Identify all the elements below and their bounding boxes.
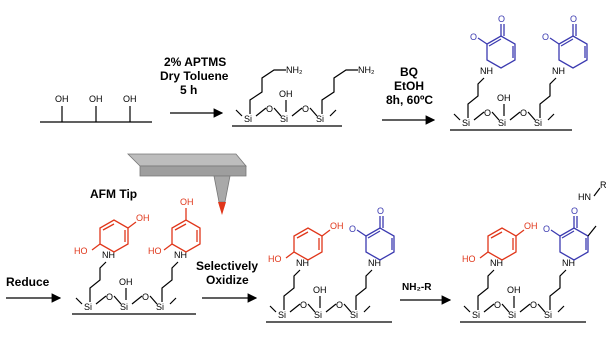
quinone-nh: NH xyxy=(562,258,575,268)
afm-tip-label: AFM Tip xyxy=(90,187,137,201)
o-atom: O xyxy=(494,300,501,310)
o-atom: O xyxy=(484,108,491,118)
si-atom: Si xyxy=(244,114,252,124)
catechol-oh: OH xyxy=(180,197,194,207)
step2-solvent: EtOH xyxy=(394,79,424,93)
step2-reagent: BQ xyxy=(400,65,418,79)
catechol-ho: HO xyxy=(268,254,282,264)
si-atom: Si xyxy=(534,118,542,128)
quinone-nh: NH xyxy=(552,66,565,76)
catechol-ho: HO xyxy=(462,254,476,264)
step2-conditions: 8h, 60ºC xyxy=(386,93,433,107)
quinone-oxygen: O xyxy=(470,32,477,42)
quinone-oxygen: O xyxy=(498,14,505,24)
reduce-arrow: Reduce xyxy=(6,275,62,303)
step2-arrow: BQ EtOH 8h, 60ºC xyxy=(382,65,436,125)
oxidize-label-2: Oxidize xyxy=(206,273,249,287)
step1-solvent: Dry Toluene xyxy=(160,69,229,83)
si-atom: Si xyxy=(472,310,480,320)
oxidize-label-1: Selectively xyxy=(196,259,258,273)
afm-tip-graphic: AFM Tip xyxy=(90,153,247,215)
quinone-oxygen: O xyxy=(543,224,550,234)
si-atom: Si xyxy=(498,118,506,128)
catechol-nh: NH xyxy=(490,258,503,268)
aptms-surface: Si Si Si O O OH NH₂ NH₂ xyxy=(232,65,375,127)
si-oh: OH xyxy=(119,277,133,287)
catechol-nh: NH xyxy=(296,258,309,268)
si-atom: Si xyxy=(278,310,286,320)
si-atom: Si xyxy=(120,302,128,312)
si-atom: Si xyxy=(84,302,92,312)
si-oh: OH xyxy=(313,285,327,295)
surface-oh-3: OH xyxy=(123,94,137,104)
catechol-oh: OH xyxy=(136,213,150,223)
quinone-oxygen: O xyxy=(377,206,384,216)
catechol-oh: OH xyxy=(524,221,538,231)
o-atom: O xyxy=(106,292,113,302)
quinone-oxygen: O xyxy=(349,224,356,234)
o-atom: O xyxy=(142,292,149,302)
amine-reagent: NH₂-R xyxy=(402,282,432,293)
step1-time: 5 h xyxy=(180,83,197,97)
o-atom: O xyxy=(302,104,309,114)
quinone-nh: NH xyxy=(368,258,381,268)
o-atom: O xyxy=(530,300,537,310)
quinone-oxygen: O xyxy=(571,206,578,216)
r-group: R xyxy=(600,180,607,190)
si-atom: Si xyxy=(462,118,470,128)
quinone-oxygen: O xyxy=(542,32,549,42)
o-atom: O xyxy=(266,104,273,114)
amine-nh2: NH₂ xyxy=(358,65,375,75)
si-oh: OH xyxy=(507,285,521,295)
si-atom: Si xyxy=(316,114,324,124)
si-atom: Si xyxy=(314,310,322,320)
si-oh: OH xyxy=(497,93,511,103)
functionalized-surface: Si Si Si O O OH NH NH HO OH O O HN R xyxy=(460,180,607,323)
si-atom: Si xyxy=(508,310,516,320)
amine-arrow: NH₂-R xyxy=(400,282,452,305)
hn-substituent: HN xyxy=(578,192,591,202)
si-atom: Si xyxy=(350,310,358,320)
oxidize-arrow: Selectively Oxidize xyxy=(196,259,258,303)
catechol-ho: HO xyxy=(74,246,88,256)
o-atom: O xyxy=(336,300,343,310)
amine-nh2: NH₂ xyxy=(286,65,303,75)
si-atom: Si xyxy=(280,114,288,124)
o-atom: O xyxy=(300,300,307,310)
si-atom: Si xyxy=(544,310,552,320)
surface-oh-2: OH xyxy=(89,94,103,104)
step1-reagent: 2% APTMS xyxy=(164,55,226,69)
quinone-oxygen: O xyxy=(570,14,577,24)
si-oh: OH xyxy=(279,89,293,99)
catechol-surface: Si Si Si O O OH NH NH HO OH HO OH xyxy=(72,197,201,315)
o-atom: O xyxy=(520,108,527,118)
quinone-nh: NH xyxy=(480,66,493,76)
catechol-nh: NH xyxy=(174,250,187,260)
reduce-label: Reduce xyxy=(6,275,50,289)
bare-surface: OH OH OH xyxy=(40,94,152,123)
quinone-surface: Si Si Si O O OH NH NH O O O O xyxy=(450,14,588,131)
si-atom: Si xyxy=(156,302,164,312)
step1-arrow: 2% APTMS Dry Toluene 5 h xyxy=(160,55,229,118)
catechol-ho: HO xyxy=(148,246,162,256)
mixed-surface: Si Si Si O O OH NH NH HO OH O O xyxy=(266,206,395,323)
catechol-nh: NH xyxy=(102,250,115,260)
catechol-oh: OH xyxy=(330,221,344,231)
surface-oh-1: OH xyxy=(55,94,69,104)
